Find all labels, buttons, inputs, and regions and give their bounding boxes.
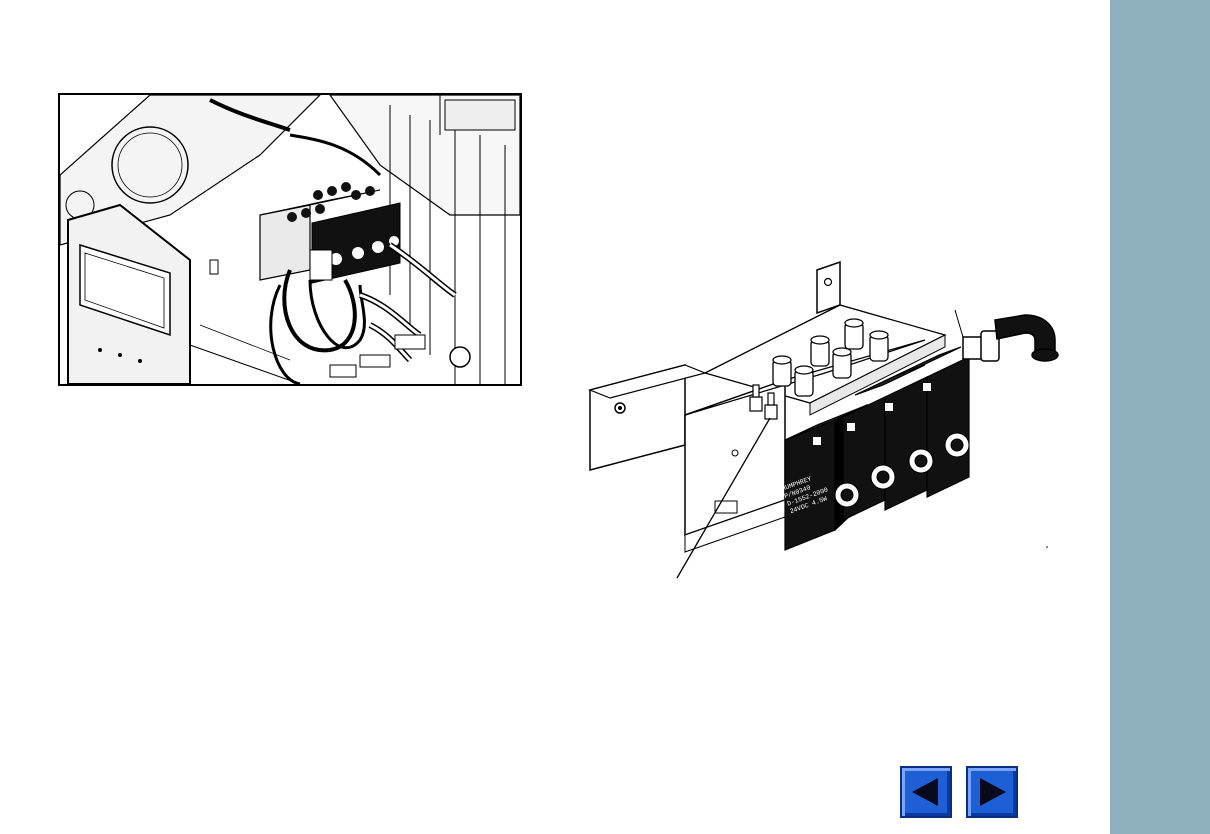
left-triangle-arrow-icon — [902, 768, 950, 816]
next-page-button[interactable] — [966, 766, 1018, 818]
right-sidebar — [1110, 0, 1210, 834]
right-triangle-arrow-icon — [968, 768, 1016, 816]
valve-assembly-photo-drawing — [60, 95, 520, 384]
valve-assembly-photo — [58, 93, 522, 386]
callout-leader-line — [660, 400, 780, 585]
previous-page-button[interactable] — [900, 766, 952, 818]
valve-manifold-diagram: HUMPHREY P/N0340 D-1552-2000 24VDC 4.5W — [585, 255, 1075, 585]
